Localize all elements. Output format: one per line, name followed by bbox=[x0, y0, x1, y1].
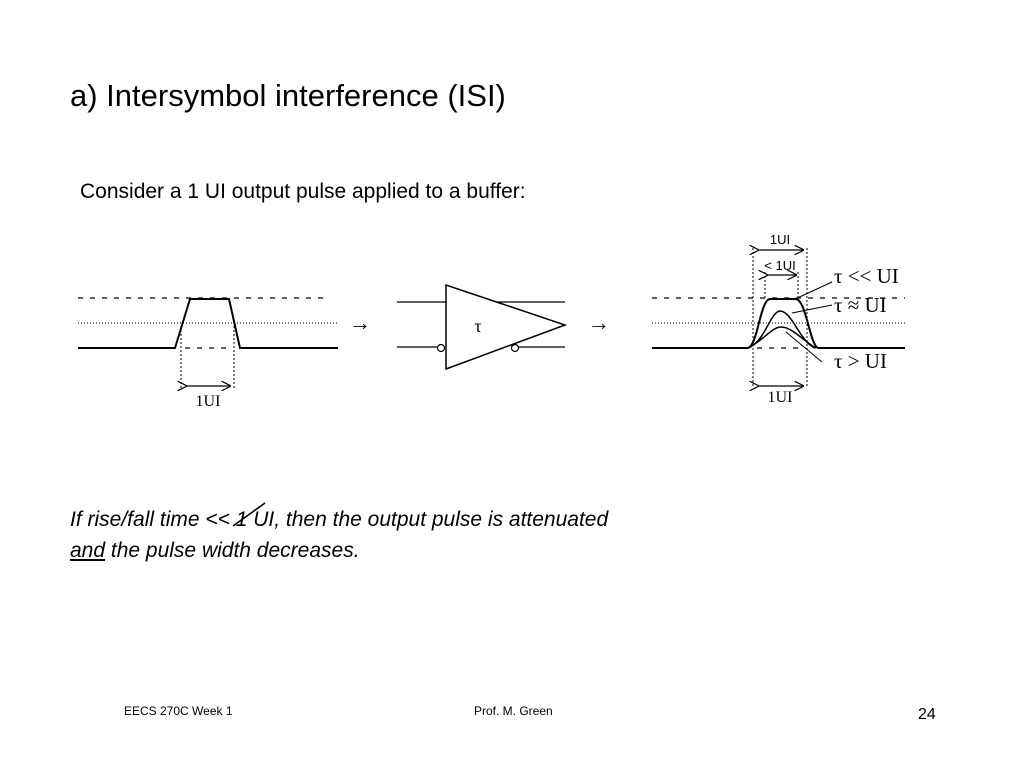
footer-author: Prof. M. Green bbox=[474, 704, 553, 718]
curve-fast-label: τ << UI bbox=[834, 264, 899, 288]
leader-line-fast bbox=[792, 281, 833, 301]
buffer-inverting-output-bubble bbox=[510, 343, 520, 353]
conclusion-underlined-word: and bbox=[70, 539, 106, 562]
conclusion-text: If rise/fall time << 1 UI, then the outp… bbox=[70, 504, 608, 566]
slide-title: a) Intersymbol interference (ISI) bbox=[70, 78, 506, 113]
leader-line-slow bbox=[785, 331, 823, 363]
strike-mark-line bbox=[232, 502, 266, 527]
buffer-inverting-input-bubble bbox=[436, 343, 446, 353]
buffer-triangle bbox=[445, 283, 568, 371]
buffer-to-output-arrow: → bbox=[588, 310, 610, 335]
intro-text: Consider a 1 UI output pulse applied to … bbox=[80, 180, 526, 203]
leader-line-medium bbox=[791, 304, 833, 314]
output-lt-ui-label: < 1UI bbox=[764, 258, 795, 273]
curve-medium-label: τ ≈ UI bbox=[834, 293, 887, 317]
footer-course: EECS 270C Week 1 bbox=[124, 704, 233, 718]
curve-slow-label: τ > UI bbox=[834, 349, 887, 373]
input-ui-label: 1UI bbox=[196, 393, 221, 410]
output-pulse-waveforms: 1UI < 1UI 1UI τ << UI τ ≈ UI τ > UI bbox=[652, 232, 905, 406]
input-pulse-line bbox=[78, 298, 338, 349]
conclusion-line-1: If rise/fall time << 1 UI, then the outp… bbox=[70, 508, 609, 531]
conclusion-line-2-rest: the pulse width decreases. bbox=[105, 539, 360, 562]
conclusion-line-2: and the pulse width decreases. bbox=[70, 535, 608, 566]
output-curve-slow bbox=[747, 326, 817, 349]
input-pulse-waveform: 1UI bbox=[78, 297, 338, 410]
page-number: 24 bbox=[918, 706, 936, 723]
buffer-time-constant-label: τ bbox=[474, 316, 481, 336]
input-to-buffer-arrow: → bbox=[349, 310, 371, 335]
output-curve-fast bbox=[652, 298, 905, 349]
output-curve-medium bbox=[747, 310, 816, 349]
output-ui-bottom-label: 1UI bbox=[768, 389, 793, 406]
buffer-symbol: τ bbox=[397, 283, 568, 371]
output-ui-top-label: 1UI bbox=[770, 232, 790, 247]
